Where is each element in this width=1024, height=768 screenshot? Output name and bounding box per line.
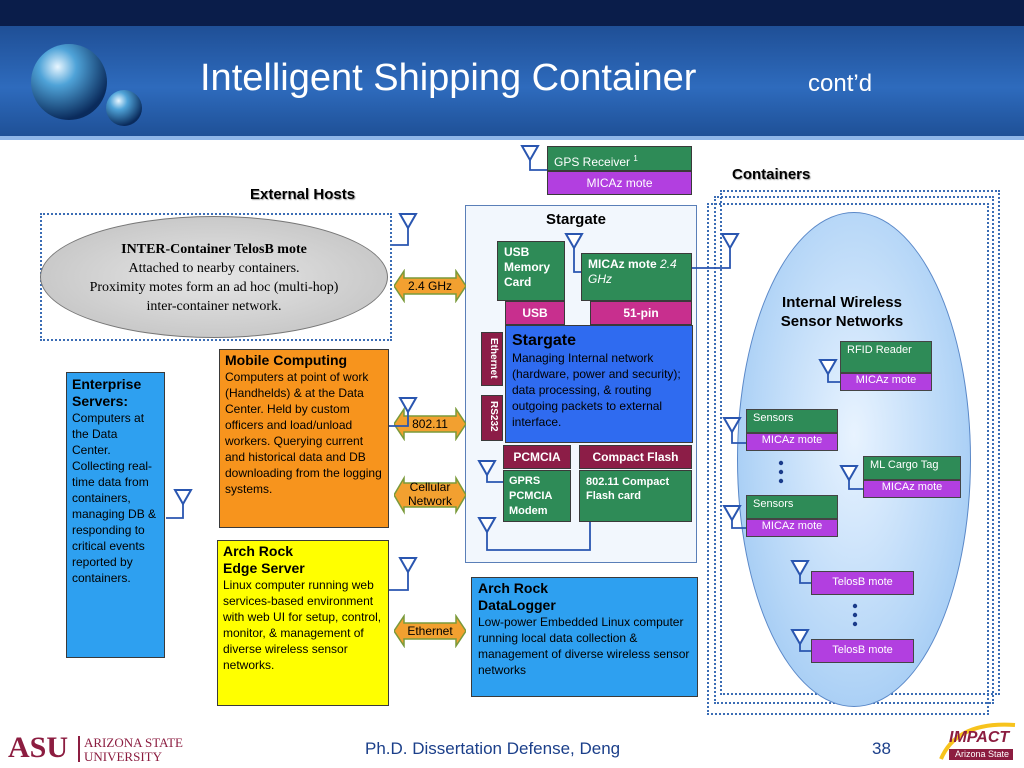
datalogger-body: Low-power Embedded Linux computer runnin… [478,615,690,677]
ghz-link-label: 2.4 GHz [407,279,452,293]
page-subtitle: cont’d [808,70,873,97]
top-strip [0,0,1024,26]
enterprise-title2: Servers: [72,393,129,409]
sensors2-box: Sensors [746,495,838,519]
ghz-link-arrow: 2.4 GHz [394,269,466,303]
gps-receiver-box: GPS Receiver 1 [547,146,692,171]
impact-logo-text: IMPACT [949,729,1010,746]
external-hosts-label: External Hosts [250,186,356,203]
compact-flash-port: Compact Flash [579,445,692,469]
ethernet-port: Ethernet [481,332,503,386]
gprs-line1: GPRS [509,475,541,487]
rfid-micaz-box: MICAz mote [840,373,932,391]
rfid-reader-box: RFID Reader [840,341,932,373]
page-number: 38 [872,739,891,758]
asu-logo: ASU [8,731,69,764]
gprs-line3: Modem [509,505,548,517]
stargate-main-box: Stargate Managing Internal network (hard… [505,325,693,443]
ethernet-port-label: Ethernet [488,338,499,379]
page-title: Intelligent Shipping Container [200,57,697,99]
footer [0,717,1024,768]
gps-receiver-label: GPS Receiver [554,155,631,169]
cargo-micaz-box: MICAz mote [863,480,961,498]
datalogger-title1: Arch Rock [478,580,549,596]
ethernet-link-label: Ethernet [407,624,453,638]
enterprise-title1: Enterprise [72,376,142,392]
ethernet-link-arrow: Ethernet [394,614,466,648]
enterprise-body: Computers at the Data Center. Collecting… [72,411,157,585]
impact-logo-sub: Arizona State [954,749,1010,759]
stargate-main-body: Managing Internal network (hardware, pow… [512,351,681,429]
stargate-micaz-freq: 2.4 GHz [588,257,677,286]
banner-divider [0,136,1024,140]
gprs-modem-box: GPRS PCMCIA Modem [503,470,571,522]
pin51-port: 51-pin [590,301,692,325]
globe-logo-icon [31,44,142,126]
stargate-micaz-box: MICAz mote 2.4 GHz [581,253,692,301]
asu-wordmark-line1: ARIZONA STATE [84,735,183,750]
stargate-micaz-label: MICAz mote [588,257,657,271]
gprs-line2: PCMCIA [509,490,553,502]
sensors1-box: Sensors [746,409,838,433]
cf-card-line1: 802.11 Compact [586,476,670,488]
internal-network-title: Internal Wireless Sensor Networks [757,293,927,331]
telosb2-box: TelosB mote [811,639,914,663]
cf-card-box: 802.11 Compact Flash card [579,470,692,522]
inter-container-text: INTER-Container TelosB mote Attached to … [40,240,388,316]
asu-wordmark: ARIZONA STATE UNIVERSITY [84,736,183,764]
inter-container-ellipse [40,216,388,338]
gps-micaz-box: MICAz mote [547,171,692,195]
cargo-tag-box: ML Cargo Tag [863,456,961,480]
internal-title1: Internal Wireless [782,294,902,311]
sensors2-micaz-box: MICAz mote [746,519,838,537]
rs232-port-label: RS232 [488,401,499,432]
asu-wordmark-line2: UNIVERSITY [84,749,162,764]
edge-title1: Arch Rock [223,543,294,559]
inter-container-title: INTER-Container TelosB mote [121,242,307,257]
edge-body: Linux computer running web services-base… [223,578,382,672]
gps-footnote: 1 [633,154,638,163]
cellular-link-arrow: Cellular Network [394,475,466,515]
impact-logo-icon [939,722,1016,760]
telosb1-box: TelosB mote [811,571,914,595]
title-banner [0,26,1024,138]
wifi-link-arrow: 802.11 [394,407,466,441]
impact-logo: IMPACT Arizona State [937,719,1017,761]
container-frame-front [707,203,989,715]
usb-card-line3: Card [504,275,532,289]
mobile-title: Mobile Computing [225,352,348,368]
datalogger-box: Arch Rock DataLogger Low-power Embedded … [471,577,698,697]
cf-card-line2: Flash card [586,490,642,502]
mobile-computing-box: Mobile Computing Computers at point of w… [219,349,389,528]
cellular-link-label1: Cellular [409,480,451,494]
usb-memory-card-box: USB Memory Card [497,241,565,301]
wifi-link-label: 802.11 [412,417,448,431]
sensors-ellipsis-icon [778,460,784,484]
inter-container-line3: inter-container network. [146,299,282,314]
enterprise-servers-box: Enterprise Servers: Computers at the Dat… [66,372,165,658]
inter-container-line2: Proximity motes form an ad hoc (multi-ho… [89,280,339,295]
asu-logo-divider [78,736,80,762]
usb-card-line2: Memory [504,260,551,274]
inter-container-line1: Attached to nearby containers. [128,261,300,276]
telosb-ellipsis-icon [852,603,858,627]
edge-title2: Edge Server [223,560,305,576]
usb-card-line1: USB [504,245,530,259]
stargate-region-title: Stargate [546,211,607,228]
edge-server-box: Arch Rock Edge Server Linux computer run… [217,540,389,706]
datalogger-title2: DataLogger [478,597,556,613]
pcmcia-port: PCMCIA [503,445,571,469]
containers-label: Containers [732,166,811,183]
cellular-link-label2: Network [407,494,452,508]
mobile-body: Computers at point of work (Handhelds) &… [225,370,382,496]
internal-title2: Sensor Networks [780,313,904,330]
sensors1-micaz-box: MICAz mote [746,433,838,451]
rs232-port: RS232 [481,395,503,441]
stargate-main-title: Stargate [512,332,577,349]
usb-port: USB [505,301,565,325]
footer-caption: Ph.D. Dissertation Defense, Deng [365,739,621,758]
